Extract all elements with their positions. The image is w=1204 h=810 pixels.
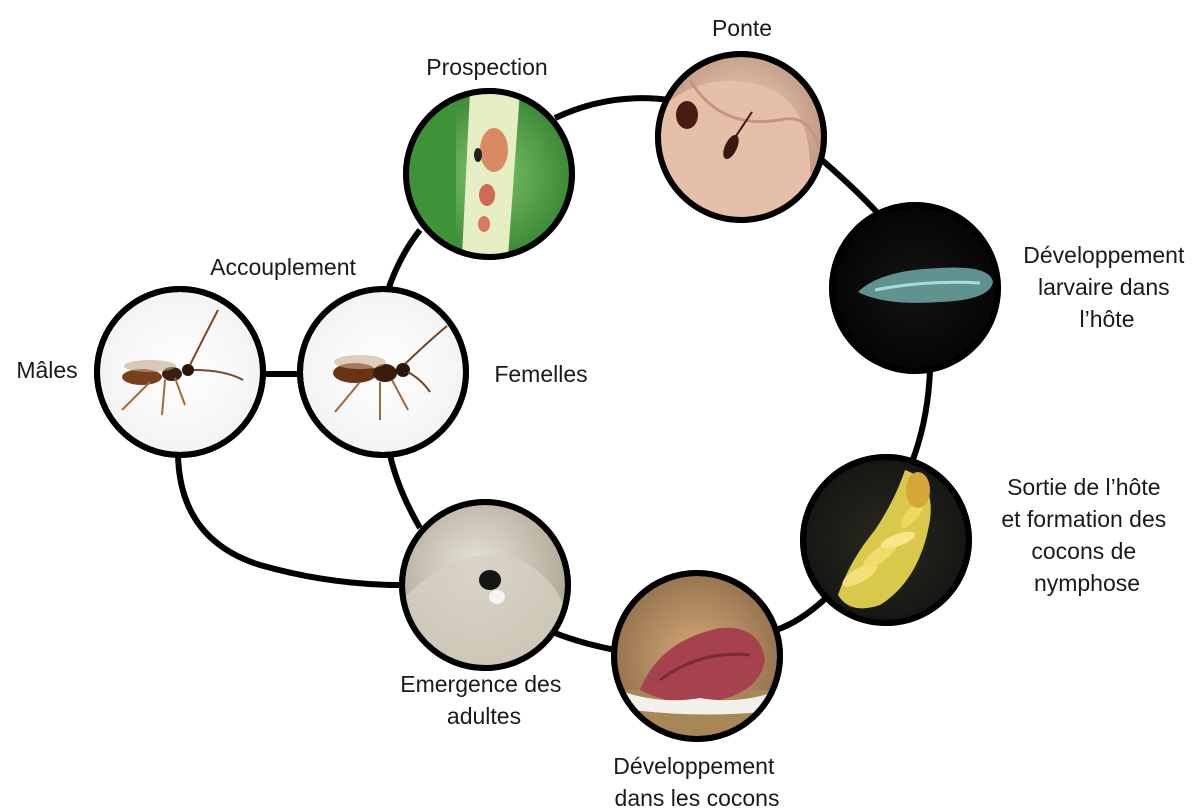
label-ponte: Ponte	[712, 15, 772, 41]
label-emergence: Emergence des adultes	[400, 671, 567, 729]
label-femelles: Femelles	[494, 361, 587, 387]
connector-ponte-developpement	[822, 160, 882, 218]
photo-sortie-hote	[803, 457, 969, 623]
connector-emergence-femelles	[390, 455, 420, 528]
label-males: Mâles	[16, 357, 77, 383]
photo-developpement-larvaire	[832, 205, 998, 371]
connector-males-emergence	[178, 455, 402, 585]
photo-ponte	[658, 54, 825, 220]
label-prospection: Prospection	[426, 54, 547, 80]
photo-femelles	[300, 289, 466, 455]
photo-prospection	[406, 91, 572, 257]
connector-cocons-emergence	[555, 633, 615, 650]
connector-sortie-cocons	[776, 598, 826, 630]
label-accouplement: Accouplement	[210, 254, 356, 280]
connector-femelles-prospection	[388, 230, 420, 290]
connector-prospection-ponte	[555, 98, 670, 118]
label-developpement-cocons: Développement dans les cocons	[613, 753, 781, 810]
photo-developpement-cocons	[614, 573, 784, 750]
photo-emergence	[402, 502, 568, 670]
label-developpement-larvaire: Développement larvaire dans l’hôte	[1023, 242, 1191, 332]
photo-males	[97, 289, 263, 455]
connector-developpement-sortie	[912, 370, 930, 462]
label-sortie-hote: Sortie de l’hôte et formation des cocons…	[1001, 474, 1172, 596]
